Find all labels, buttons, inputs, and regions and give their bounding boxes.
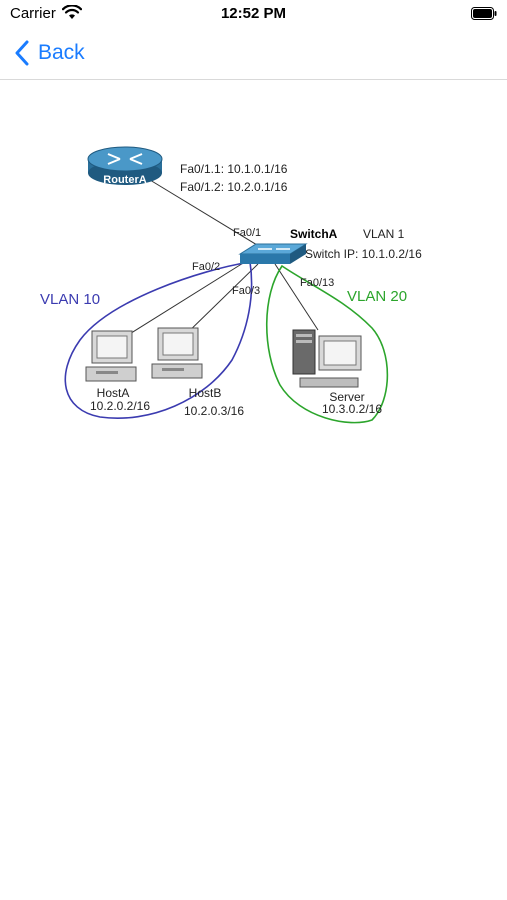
port-hosta-label: Fa0/2 — [192, 261, 220, 273]
clock-time: 12:52 PM — [220, 5, 287, 22]
switch-icon — [238, 243, 308, 264]
port-server-label: Fa0/13 — [300, 277, 334, 289]
vlan10-outline — [64, 261, 253, 419]
switch-ip: Switch IP: 10.1.0.2/16 — [305, 247, 422, 261]
vlan20-label: VLAN 20 — [347, 288, 407, 305]
hostb-computer-icon — [151, 327, 203, 379]
hosta-name: HostA — [97, 386, 130, 400]
switch-vlan: VLAN 1 — [363, 227, 405, 241]
back-label: Back — [38, 41, 85, 64]
port-uplink-label: Fa0/1 — [233, 227, 261, 239]
server-icon — [292, 329, 362, 388]
vlan10-label: VLAN 10 — [40, 291, 100, 308]
network-diagram: RouterA Fa0/1.1: 10.1.0.1/16 Fa0/1.2: 10… — [40, 146, 422, 424]
chevron-left-icon — [15, 40, 29, 66]
router-switch-link — [149, 179, 263, 249]
router-subinterface-2: Fa0/1.2: 10.2.0.1/16 — [180, 180, 288, 194]
hosta-ip: 10.2.0.2/16 — [90, 399, 150, 413]
router-icon — [87, 146, 163, 185]
carrier-label: Carrier — [10, 5, 56, 22]
switch-hostb-link — [179, 263, 259, 341]
hostb-name: HostB — [189, 386, 222, 400]
switch-hosta-link — [111, 259, 249, 346]
back-button[interactable]: Back — [14, 38, 85, 68]
port-hostb-label: Fa0/3 — [232, 285, 260, 297]
hostb-ip: 10.2.0.3/16 — [184, 404, 244, 418]
status-bar: Carrier 12:52 PM — [0, 0, 507, 30]
battery-icon — [471, 7, 497, 20]
switch-name: SwitchA — [290, 227, 338, 241]
router-name: RouterA — [103, 174, 146, 186]
wifi-icon — [62, 5, 82, 19]
vlan20-outline — [265, 264, 389, 424]
connection-lines — [111, 179, 319, 346]
switch-server-link — [274, 263, 319, 331]
server-name: Server — [329, 390, 364, 404]
hosta-computer-icon — [85, 330, 137, 382]
navigation-bar: Back — [0, 30, 507, 80]
router-subinterface-1: Fa0/1.1: 10.1.0.1/16 — [180, 162, 288, 176]
server-ip: 10.3.0.2/16 — [322, 402, 382, 416]
